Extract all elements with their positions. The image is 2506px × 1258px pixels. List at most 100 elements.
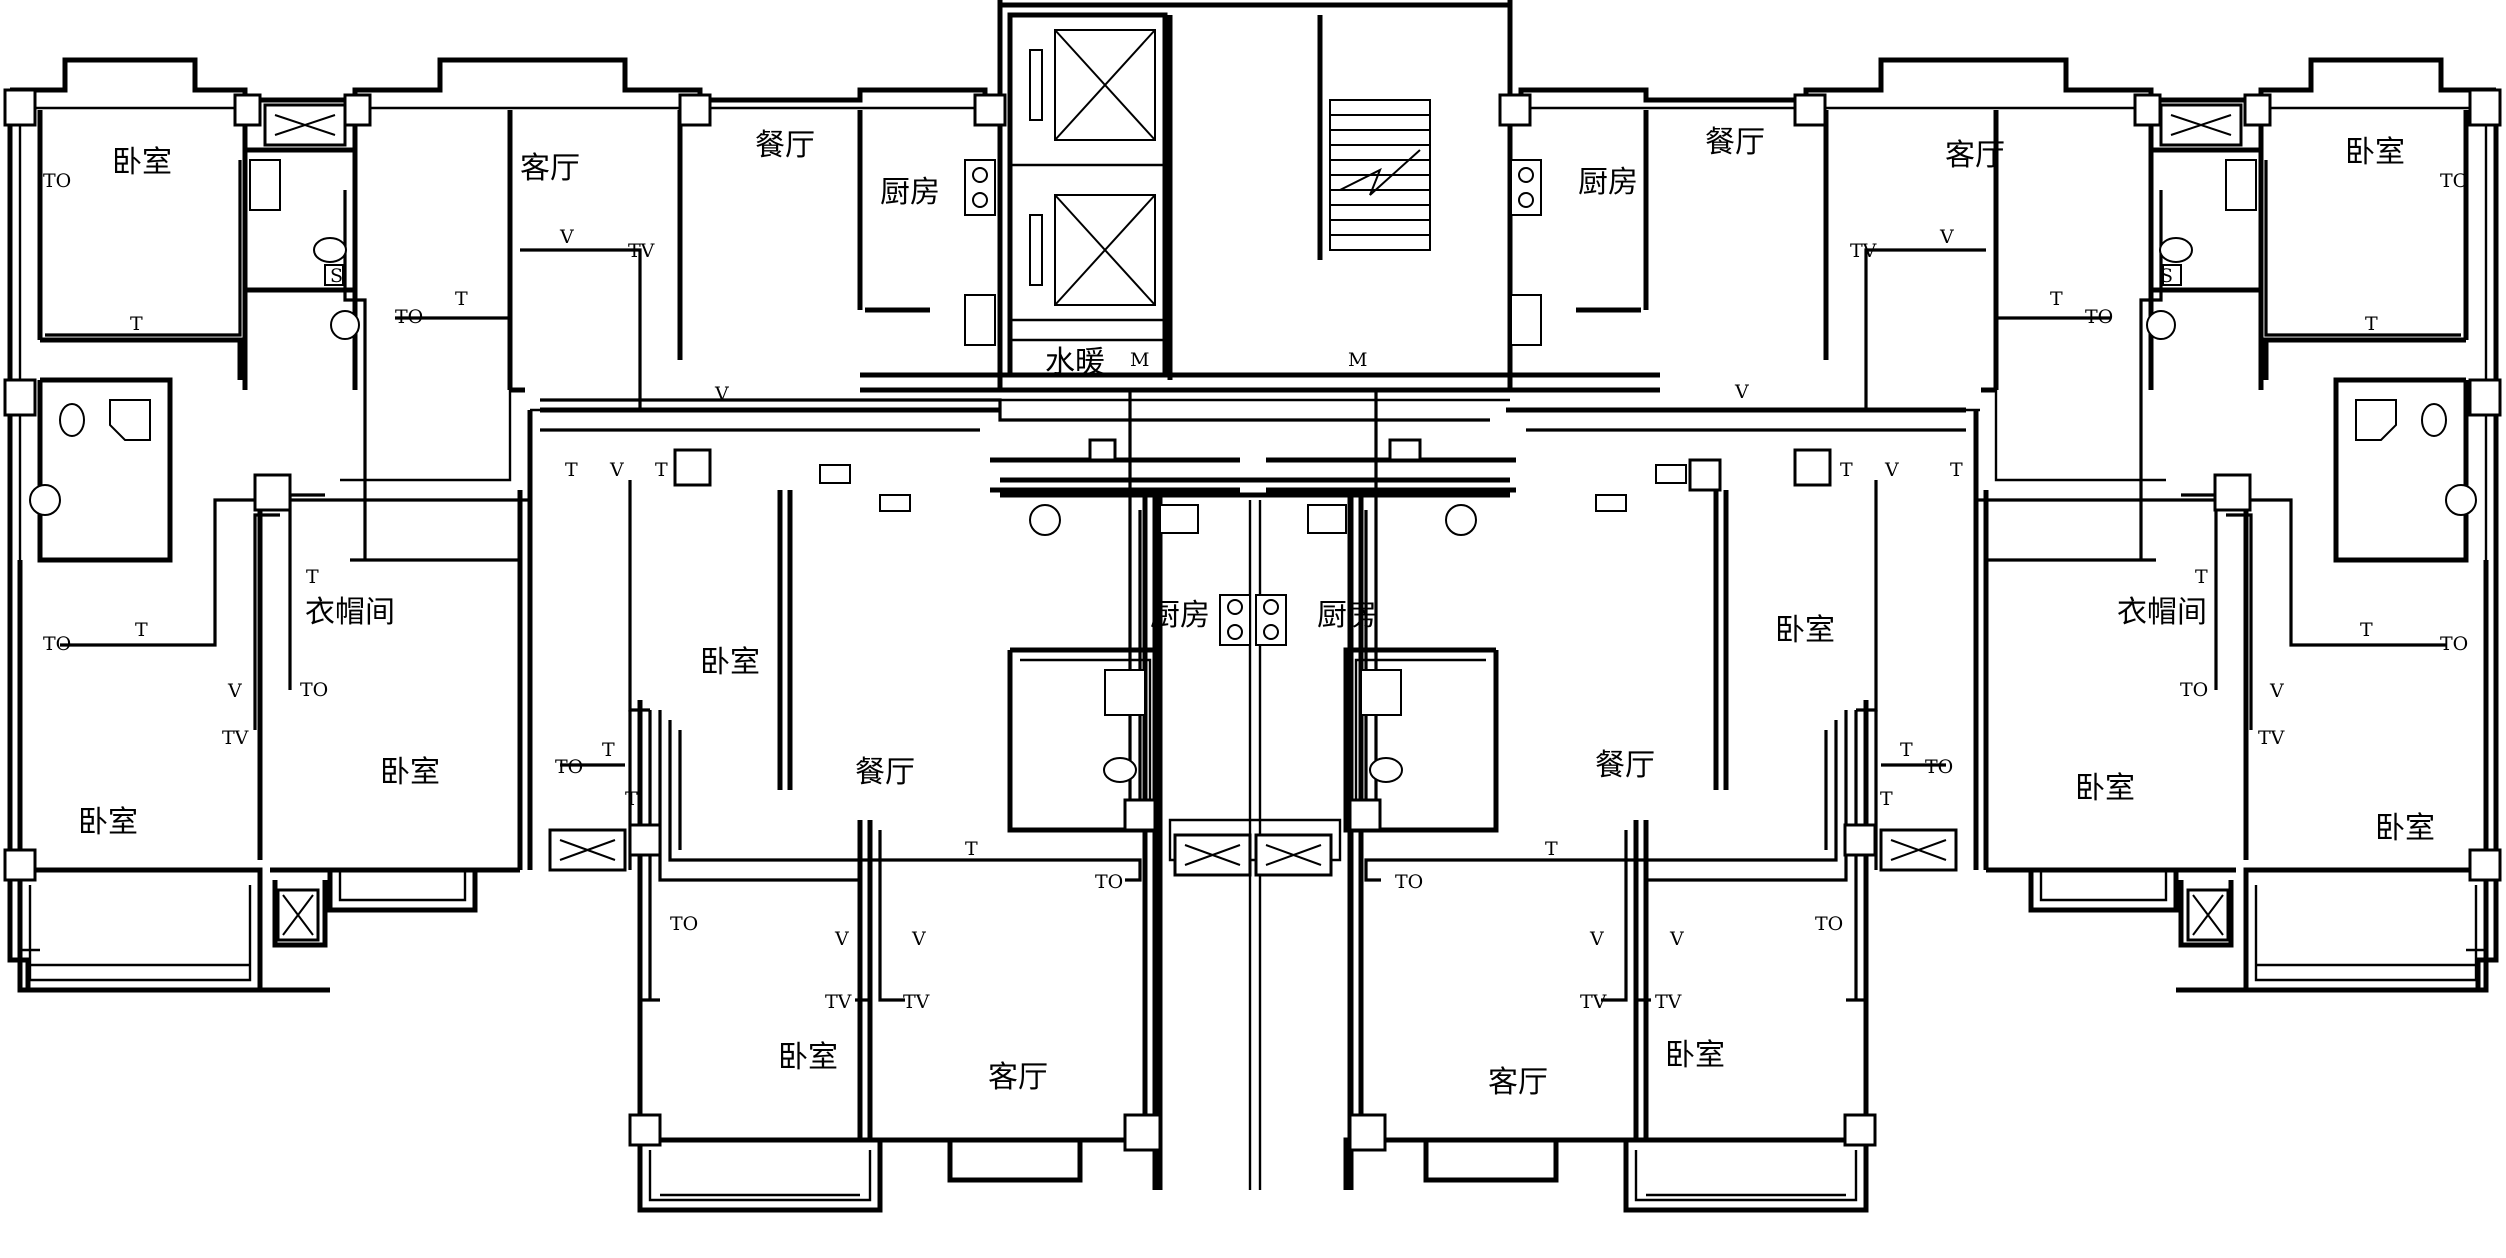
room-label-dining: 餐厅: [1705, 125, 1765, 160]
walls-right-unit: [1266, 57, 2499, 1213]
tag-t: T: [306, 566, 319, 588]
tag-v: V: [714, 383, 729, 405]
tag-t: T: [1900, 739, 1913, 761]
washbasin-icon: [249, 159, 281, 211]
toilet-icon: [59, 403, 85, 437]
room-label-bedroom: 卧室: [778, 1040, 838, 1075]
tag-v: V: [1734, 381, 1749, 403]
tag-to: TO: [395, 306, 423, 328]
tag-to: TO: [555, 756, 583, 778]
room-label-bedroom: 卧室: [112, 145, 172, 180]
tag-t: T: [565, 459, 578, 481]
tag-t: T: [1880, 788, 1893, 810]
room-label-bedroom: 卧室: [78, 805, 138, 840]
tag-v: V: [559, 226, 574, 248]
wiring-right: [1364, 160, 2461, 1002]
tag-t: T: [1545, 838, 1558, 860]
tag-to: TO: [43, 170, 71, 192]
socket-icon: [819, 464, 851, 484]
room-label-cloakroom: 衣帽间: [2117, 595, 2207, 630]
walls-left-unit: [7, 57, 1240, 1213]
room-label-kitchen: 厨房: [1317, 598, 1377, 633]
room-label-kitchen: 厨房: [1150, 598, 1210, 633]
exhaust-fan-icon: [548, 828, 627, 872]
room-label-bedroom: 卧室: [2075, 771, 2135, 806]
tag-v: V: [1884, 459, 1899, 481]
room-label-kitchen: 厨房: [1578, 165, 1638, 200]
tag-t: T: [2360, 619, 2373, 641]
tag-to: TO: [2085, 306, 2113, 328]
room-label-plumbing-heating: 水暖: [1045, 345, 1105, 380]
tag-to: TO: [1925, 756, 1953, 778]
room-label-bedroom: 卧室: [2375, 811, 2435, 846]
tag-to: TO: [1095, 871, 1123, 893]
tag-tv: TV: [222, 727, 249, 749]
room-label-dining: 餐厅: [855, 755, 915, 790]
tag-tv: TV: [2258, 727, 2285, 749]
tag-v: V: [609, 459, 624, 481]
toilet-icon: [1103, 757, 1137, 783]
tag-t: T: [602, 739, 615, 761]
tag-t: T: [455, 288, 468, 310]
room-label-bedroom: 卧室: [2345, 135, 2405, 170]
room-label-bedroom: 卧室: [1775, 613, 1835, 648]
central-core: [530, 0, 1980, 1190]
tag-tv: TV: [1850, 240, 1877, 262]
outlet-tags: TO TV V TO T T S V T V T T TO T V TO TV …: [43, 170, 2468, 1013]
tag-s: S: [2160, 265, 2173, 287]
socket-icon: [879, 494, 911, 512]
room-label-living: 客厅: [1488, 1065, 1548, 1100]
room-label-kitchen: 厨房: [880, 175, 940, 210]
tag-v: V: [1939, 226, 1954, 248]
tag-t: T: [1950, 459, 1963, 481]
tag-to: TO: [1395, 871, 1423, 893]
sink-icon: [964, 294, 996, 346]
room-label-cloakroom: 衣帽间: [305, 595, 395, 630]
floor-drain-icon: [330, 310, 360, 340]
tag-tv: TV: [1580, 991, 1607, 1013]
tag-to: TO: [670, 913, 698, 935]
shower-icon: [109, 399, 151, 441]
tag-v: V: [834, 928, 849, 950]
room-label-bedroom: 卧室: [380, 755, 440, 790]
room-label-living: 客厅: [520, 151, 580, 186]
tag-t: T: [2365, 313, 2378, 335]
tag-t: T: [965, 838, 978, 860]
tag-tv: TV: [825, 991, 852, 1013]
tag-t: T: [2050, 288, 2063, 310]
room-label-bedroom: 卧室: [1665, 1038, 1725, 1073]
tag-t: T: [1840, 459, 1853, 481]
tag-s: S: [330, 265, 343, 287]
room-label-living: 客厅: [1945, 138, 2005, 173]
room-labels: 卧室 客厅 餐厅 厨房 衣帽间 卧室 卧室 卧室 餐厅 厨房 水暖 卧室 客厅 …: [78, 125, 2435, 1100]
tag-v: V: [1669, 928, 1684, 950]
tag-tv: TV: [903, 991, 930, 1013]
tag-m: M: [1348, 349, 1367, 371]
distribution-box-icon: [324, 264, 344, 286]
tag-t: T: [625, 788, 638, 810]
tag-to: TO: [2440, 633, 2468, 655]
wiring-left: [45, 160, 1490, 1002]
washbasin-icon: [29, 484, 61, 516]
staircase: [1329, 99, 1431, 251]
tag-t: T: [130, 313, 143, 335]
tag-v: V: [1589, 928, 1604, 950]
tag-t: T: [135, 619, 148, 641]
room-label-bedroom: 卧室: [700, 645, 760, 680]
room-label-living: 客厅: [988, 1060, 1048, 1095]
tag-t: T: [655, 459, 668, 481]
tag-to: TO: [2180, 679, 2208, 701]
tag-to: TO: [43, 633, 71, 655]
tag-tv: TV: [1655, 991, 1682, 1013]
tag-to: TO: [1815, 913, 1843, 935]
tag-v: V: [227, 680, 242, 702]
sink-icon: [1159, 504, 1199, 534]
washbasin-icon: [1104, 669, 1146, 716]
tag-tv: TV: [628, 240, 655, 262]
tag-m: M: [1130, 349, 1149, 371]
tag-v: V: [911, 928, 926, 950]
room-label-dining: 餐厅: [755, 128, 815, 163]
tag-t: T: [2195, 566, 2208, 588]
tag-to: TO: [300, 679, 328, 701]
